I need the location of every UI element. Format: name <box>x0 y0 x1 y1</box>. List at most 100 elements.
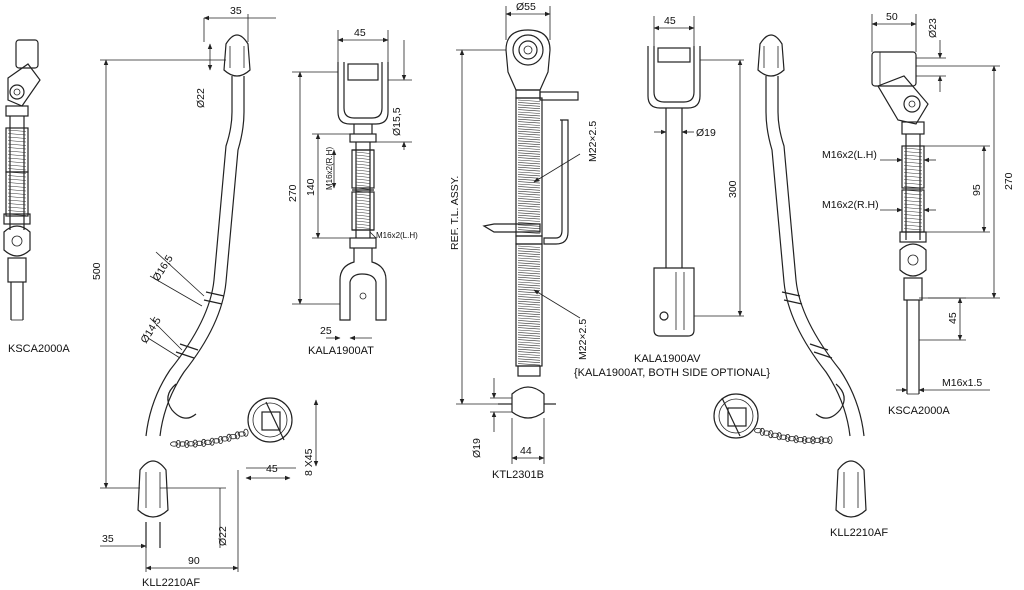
ktl-dim-d55: Ø55 <box>516 1 536 13</box>
thread-line <box>7 147 27 150</box>
kala-av-dim-45: 45 <box>664 15 676 27</box>
chain-link <box>827 436 833 445</box>
thread-line <box>517 358 541 361</box>
thread-line <box>517 224 541 227</box>
thread-line <box>7 206 27 209</box>
thread-line <box>517 281 541 284</box>
thread-line <box>903 158 923 161</box>
chain-link <box>243 428 249 437</box>
thread-line <box>517 195 541 198</box>
thread-line <box>517 205 541 208</box>
thread-line <box>517 288 541 291</box>
thread-line <box>355 169 371 172</box>
thread-line <box>517 183 541 186</box>
ksca-right-dim-m16-rh: M16x2(R.H) <box>822 199 879 211</box>
ktl-dim-d19: Ø19 <box>471 438 483 458</box>
thread-line <box>903 228 923 231</box>
chain-link <box>229 433 238 440</box>
kll-left-dim-35-bot: 35 <box>102 533 114 545</box>
thread-line <box>355 175 371 178</box>
chain-link <box>785 433 791 442</box>
thread-line <box>7 164 27 167</box>
thread-line <box>903 147 923 150</box>
chain-link <box>804 437 813 443</box>
thread-line <box>355 202 371 205</box>
thread-line <box>903 203 923 206</box>
chain-link <box>175 439 181 448</box>
thread-line <box>517 317 541 320</box>
thread-line <box>355 166 371 169</box>
kll-right-part <box>713 34 867 518</box>
thread-line <box>517 130 541 133</box>
thread-line <box>517 296 541 299</box>
thread-line <box>517 286 541 289</box>
thread-line <box>7 143 27 146</box>
thread-line <box>903 217 923 220</box>
thread-line <box>7 199 27 202</box>
thread-line <box>517 269 541 272</box>
thread-line <box>7 136 27 139</box>
thread-line <box>7 157 27 160</box>
thread-line <box>517 348 541 351</box>
thread-line <box>517 260 541 263</box>
ktl-dims <box>456 6 581 464</box>
thread-line <box>517 135 541 138</box>
ktl-dim-m22-bot: M22×2.5 <box>577 319 589 360</box>
kll-right-label: KLL2210AF <box>830 527 888 539</box>
thread-line <box>517 142 541 145</box>
ksca-right-dim-95: 95 <box>971 184 983 196</box>
chain-link <box>779 434 788 440</box>
thread-line <box>7 203 27 206</box>
kll-left-dim-8x45: 8 X45 <box>303 448 315 476</box>
ksca-right-dim-270: 270 <box>1003 172 1015 190</box>
thread-line <box>903 154 923 157</box>
thread-line <box>903 200 923 203</box>
ktl-dim-44: 44 <box>520 445 532 457</box>
ksca-right-dim-m16-lh: M16x2(L.H) <box>822 149 877 161</box>
thread-line <box>517 128 541 131</box>
ksca-right-dim-45: 45 <box>947 312 959 324</box>
thread-line <box>517 327 541 330</box>
thread-line <box>517 308 541 311</box>
kala-at-dim-m16-lh: M16x2(L.H) <box>376 231 418 240</box>
thread-line <box>517 334 541 337</box>
thread-line <box>517 152 541 155</box>
thread-line <box>903 210 923 213</box>
thread-line <box>517 336 541 339</box>
thread-line <box>517 123 541 126</box>
thread-line <box>903 182 923 185</box>
thread-line <box>7 154 27 157</box>
chain-link <box>203 439 212 445</box>
thread-line <box>903 193 923 196</box>
thread-line <box>903 168 923 171</box>
thread-line <box>517 245 541 248</box>
chain-link <box>787 436 796 442</box>
thread-line <box>517 344 541 347</box>
thread-line <box>7 196 27 199</box>
thread-line <box>355 211 371 214</box>
thread-line <box>355 151 371 154</box>
chain-link <box>762 430 771 436</box>
thread-line <box>517 202 541 205</box>
thread-line <box>355 157 371 160</box>
thread-line <box>517 272 541 275</box>
chain-link <box>226 433 232 442</box>
ksca-right-dims <box>871 14 1000 393</box>
thread-line <box>903 189 923 192</box>
thread-line <box>517 341 541 344</box>
kll-left-dim-d22-bot: Ø22 <box>217 526 229 546</box>
thread-line <box>517 255 541 258</box>
chain-link <box>776 432 782 441</box>
chain-link <box>170 441 179 447</box>
chain-link <box>768 430 774 439</box>
thread-line <box>517 212 541 215</box>
thread-line <box>517 248 541 251</box>
kll-left-dim-d165: Ø16,5 <box>150 253 175 284</box>
thread-line <box>517 310 541 313</box>
thread-line <box>517 276 541 279</box>
thread-line <box>355 181 371 184</box>
thread-line <box>355 193 371 196</box>
thread-line <box>517 229 541 232</box>
ksca-right-dim-d23: Ø23 <box>927 18 939 38</box>
thread-line <box>517 104 541 107</box>
